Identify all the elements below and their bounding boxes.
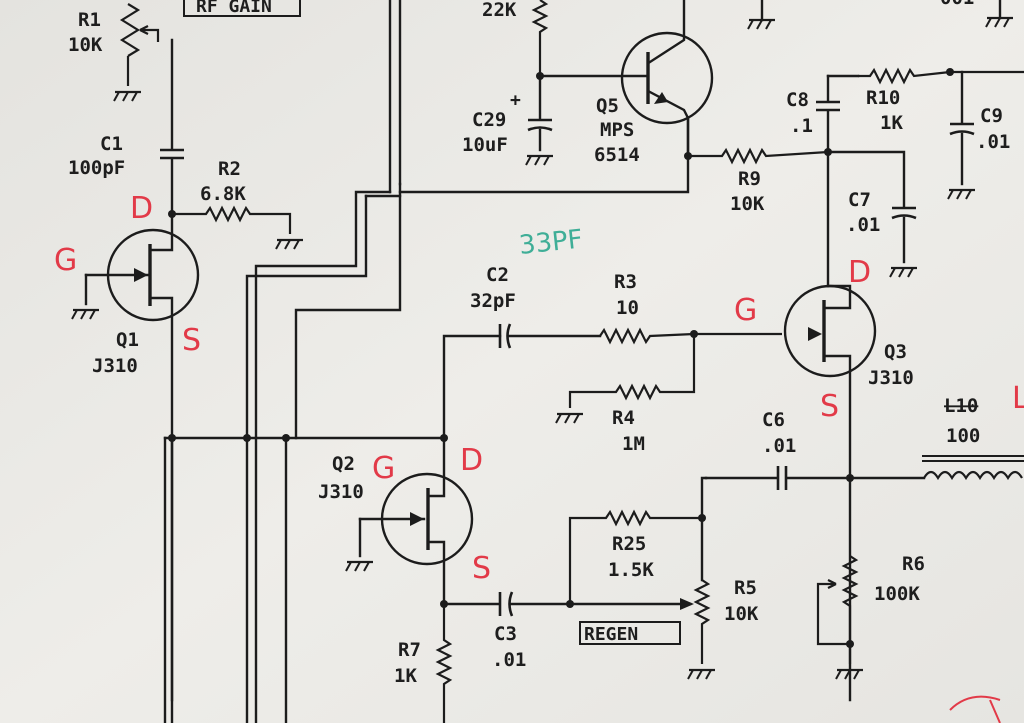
c6-value: .01: [762, 435, 796, 457]
c7-capacitor: [826, 150, 919, 279]
r7-resistor: [435, 604, 453, 723]
q5-label: Q5: [596, 95, 619, 117]
r3-value: 10: [616, 297, 639, 319]
r9-label: R9: [738, 168, 761, 190]
q2-drain-mark: D: [460, 443, 483, 478]
r4-value: 1M: [622, 433, 645, 455]
q3-part: J310: [868, 367, 914, 389]
q5-part-2: 6514: [594, 144, 640, 166]
c7-value: .01: [846, 214, 880, 236]
c8-label: C8: [786, 89, 809, 111]
q1-drain-mark: D: [130, 191, 153, 226]
c8-value: .1: [790, 115, 813, 137]
r25-value: 1.5K: [608, 559, 654, 581]
r1-potentiometer: [112, 3, 160, 103]
r7-value: 1K: [394, 665, 417, 687]
r2-resistor: [172, 205, 305, 251]
r9-resistor: [688, 147, 829, 165]
q3-drain-mark: D: [848, 255, 871, 290]
resistor-22k: [531, 0, 549, 76]
top-right-value: 001: [940, 0, 974, 9]
r7-label: R7: [398, 639, 421, 661]
c2-value: 32pF: [470, 290, 516, 312]
r5-label: R5: [734, 577, 757, 599]
r6-value: 100K: [874, 583, 920, 605]
r4-resistor: [554, 334, 696, 425]
r1-value: 10K: [68, 34, 103, 56]
c1-label: C1: [100, 133, 123, 155]
q5-part-1: MPS: [600, 119, 634, 141]
c7-label: C7: [848, 189, 871, 211]
q2-source-mark: S: [472, 551, 491, 586]
q1-gate-mark: G: [54, 243, 77, 278]
c1-capacitor: [160, 38, 184, 216]
q3-gate-mark: G: [734, 293, 757, 328]
regen-box: [579, 621, 681, 645]
r3-label: R3: [614, 271, 637, 293]
r3-resistor: [599, 327, 782, 345]
l-handwritten-mark: L: [1012, 381, 1024, 416]
c29-capacitor: +: [510, 74, 555, 167]
q3-label: Q3: [884, 341, 907, 363]
r10-resistor: [858, 67, 1024, 85]
r5-value: 10K: [724, 603, 759, 625]
q1-source-mark: S: [182, 323, 201, 358]
rf-gain-label: RF GAIN: [196, 0, 272, 17]
r9-value: 10K: [730, 193, 765, 215]
q3-jfet: [783, 284, 877, 702]
q1-part: J310: [92, 355, 138, 377]
regen-label: REGEN: [584, 624, 638, 645]
l10-inductor: [922, 455, 1024, 481]
c3-capacitor: [442, 591, 694, 617]
rf-gain-box: [183, 0, 301, 17]
c9-capacitor: [946, 70, 977, 201]
r-22k-value: 22K: [482, 0, 517, 21]
c6-label: C6: [762, 409, 785, 431]
q5-transistor: [538, 0, 714, 158]
r10-value: 1K: [880, 112, 903, 134]
r6-potentiometer: [816, 555, 865, 681]
c2-correction-mark: 33PF: [518, 224, 585, 260]
q2-label: Q2: [332, 453, 355, 475]
l-label: L10: [944, 395, 978, 417]
q1-jfet: [70, 212, 200, 702]
c2-capacitor: [442, 323, 602, 440]
q2-part: J310: [318, 481, 364, 503]
r2-value: 6.8K: [200, 183, 246, 205]
c1-value: 100pF: [68, 157, 125, 179]
r4-label: R4: [612, 407, 635, 429]
r10-label: R10: [866, 87, 900, 109]
c2-label: C2: [486, 264, 509, 286]
q2-jfet: [344, 436, 474, 606]
c29-value: 10uF: [462, 134, 508, 156]
c3-label: C3: [494, 623, 517, 645]
r5-potentiometer: [686, 476, 717, 681]
q3-source-mark: S: [820, 389, 839, 424]
q2-gate-mark: G: [372, 451, 395, 486]
c6-capacitor: [704, 466, 926, 490]
c9-label: C9: [980, 105, 1003, 127]
svg-text:+: +: [510, 90, 521, 111]
r25-resistor: [568, 509, 702, 604]
q1-label: Q1: [116, 329, 139, 351]
l-value: 100: [946, 425, 980, 447]
r25-label: R25: [612, 533, 646, 555]
c3-value: .01: [492, 649, 526, 671]
r6-label: R6: [902, 553, 925, 575]
c8-capacitor: [816, 74, 860, 288]
r1-label: R1: [78, 9, 101, 31]
r2-label: R2: [218, 158, 241, 180]
c29-label: C29: [472, 109, 506, 131]
c9-value: .01: [976, 131, 1010, 153]
handwritten-scribble: [949, 695, 1001, 723]
